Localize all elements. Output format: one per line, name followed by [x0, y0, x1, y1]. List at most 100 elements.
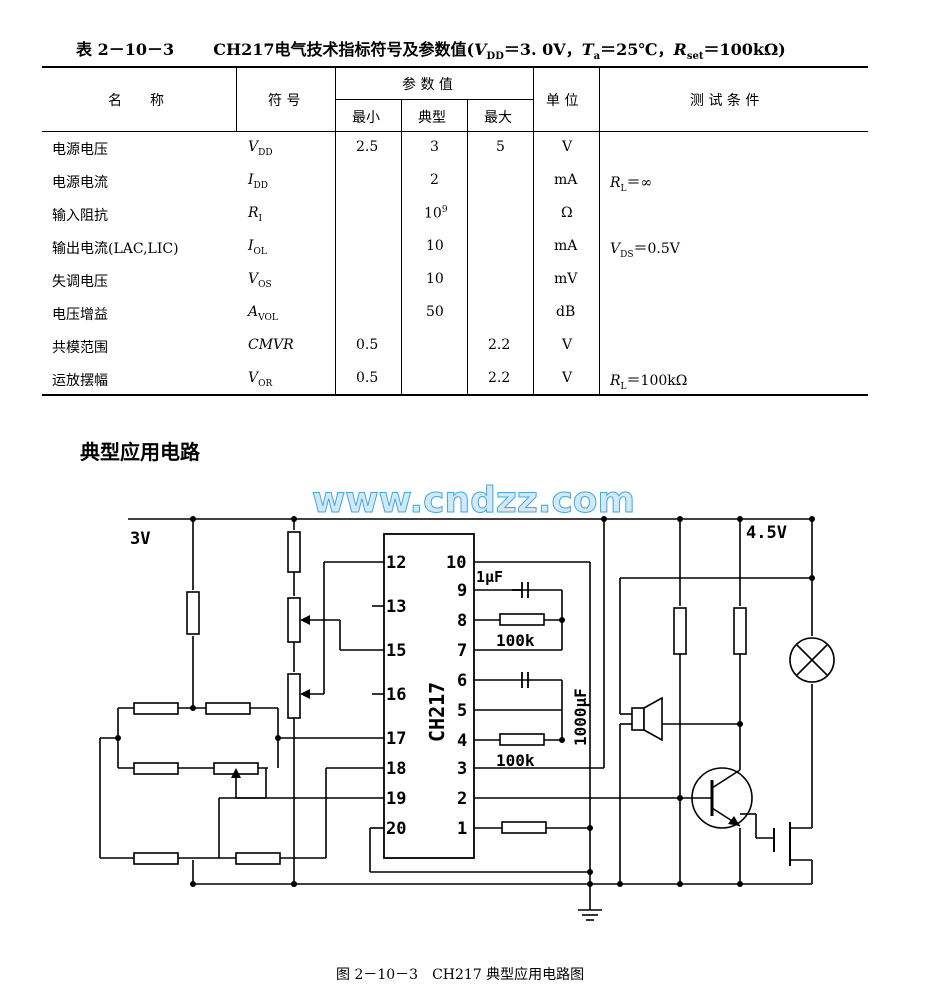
- resistor: [499, 613, 545, 626]
- capacitors: [512, 582, 529, 688]
- cond-vdd-symbol: V: [474, 40, 487, 59]
- pin-label: 8: [457, 611, 467, 631]
- resistor: [205, 702, 251, 715]
- row-unit: V: [562, 370, 573, 386]
- header-symbol: 符 号: [268, 93, 301, 109]
- row-name: 输入阻抗: [52, 208, 108, 224]
- pin-label: 9: [457, 581, 467, 601]
- row-name: 电压增益: [52, 307, 108, 323]
- cond-ta-value: ＝25℃，: [600, 40, 674, 59]
- row-typ: 10: [426, 271, 444, 287]
- row-min: 2.5: [356, 139, 379, 155]
- table-number: 表 2－10－3: [76, 40, 175, 59]
- resistor: [235, 852, 281, 865]
- params-sub-rule: [335, 99, 533, 100]
- resistor: [501, 821, 547, 834]
- table-vline: [335, 67, 336, 395]
- potentiometer: [287, 673, 301, 719]
- watermark-text: www.cndzz.com: [311, 480, 636, 522]
- header-params: 参 数 值: [402, 77, 453, 93]
- res-100k-label: 100k: [496, 631, 535, 650]
- pin-label: 4: [457, 731, 467, 751]
- header-unit: 单 位: [546, 93, 579, 109]
- pin-label: 15: [386, 641, 406, 661]
- junction-dots: [115, 516, 815, 887]
- pin-label: 13: [386, 597, 406, 617]
- row-typ: 2: [430, 172, 439, 188]
- row-symbol: CMVR: [248, 337, 294, 353]
- res-100k-label: 100k: [496, 751, 535, 770]
- ic-chip: [383, 533, 475, 859]
- row-unit: mV: [554, 271, 578, 287]
- cond-rset-value: ＝100kΩ): [703, 40, 786, 59]
- row-symbol: AVOL: [248, 304, 278, 323]
- row-symbol: IDD: [248, 172, 268, 191]
- row-unit: mA: [554, 238, 578, 254]
- pot-arrows: [231, 615, 310, 778]
- table-title-main: CH217电气技术指标符号及参数值(: [213, 40, 475, 59]
- row-symbol: RI: [248, 205, 263, 224]
- supply-45v-label: 4.5V: [746, 523, 787, 543]
- resistor: [133, 762, 179, 775]
- row-name: 电源电流: [52, 175, 108, 191]
- row-name: 失调电压: [52, 274, 108, 290]
- row-min: 0.5: [356, 370, 379, 386]
- cond-rset-symbol: R: [673, 40, 687, 59]
- pin-label: 18: [386, 759, 406, 779]
- resistor: [186, 591, 200, 635]
- chip-name-label: CH217: [425, 682, 449, 742]
- resistor: [733, 607, 747, 655]
- row-unit: Ω: [561, 205, 573, 221]
- pin-label: 10: [446, 553, 466, 573]
- table-top-rule: [42, 66, 868, 68]
- figure-caption: 图 2－10－3 CH217 典型应用电路图: [336, 967, 585, 983]
- table-vline: [401, 99, 402, 395]
- cond-vdd-sub: DD: [486, 51, 504, 63]
- table-vline: [533, 67, 534, 395]
- section-title: 典型应用电路: [80, 440, 200, 464]
- row-max: 2.2: [488, 337, 511, 353]
- row-unit: V: [562, 139, 573, 155]
- pin-label: 6: [457, 671, 467, 691]
- row-symbol: IOL: [248, 238, 267, 257]
- row-max: 5: [496, 139, 505, 155]
- header-max: 最大: [484, 110, 512, 126]
- pin-label: 3: [457, 759, 467, 779]
- row-typ: 10: [426, 238, 444, 254]
- row-symbol: VOR: [248, 370, 273, 389]
- row-typ: 50: [426, 304, 444, 320]
- cond-vdd-value: ＝3. 0V，: [503, 40, 582, 59]
- row-typ: 109: [424, 205, 448, 222]
- cap-1000uf-label: 1000μF: [571, 688, 590, 746]
- row-min: 0.5: [356, 337, 379, 353]
- resistor: [499, 733, 545, 746]
- row-symbol: VOS: [248, 271, 272, 290]
- resistor: [133, 702, 179, 715]
- lamp-icon: [789, 637, 835, 683]
- header-min: 最小: [352, 110, 380, 126]
- table-vline: [236, 67, 237, 131]
- row-unit: dB: [556, 304, 576, 320]
- speaker-icon: [631, 696, 663, 742]
- row-unit: mA: [554, 172, 578, 188]
- table-bottom-rule: [42, 394, 868, 396]
- transistor-arrow: [728, 816, 740, 826]
- resistor: [673, 607, 687, 655]
- pin-label: 5: [457, 701, 467, 721]
- row-typ: 3: [430, 139, 439, 155]
- pin-label: 7: [457, 641, 467, 661]
- row-symbol: VDD: [248, 139, 273, 158]
- potentiometer: [287, 597, 301, 643]
- row-name: 电源电压: [52, 142, 108, 158]
- pin-label: 12: [386, 553, 406, 573]
- table-vline: [599, 67, 600, 395]
- header-name: 名 称: [108, 93, 164, 109]
- supply-3v-label: 3V: [130, 529, 150, 549]
- row-unit: V: [562, 337, 573, 353]
- header-typ: 典型: [418, 110, 446, 126]
- row-name: 共模范围: [52, 340, 108, 356]
- transistor-icon: [691, 767, 753, 829]
- row-cond: RL＝100kΩ: [610, 373, 688, 392]
- resistor: [287, 531, 301, 573]
